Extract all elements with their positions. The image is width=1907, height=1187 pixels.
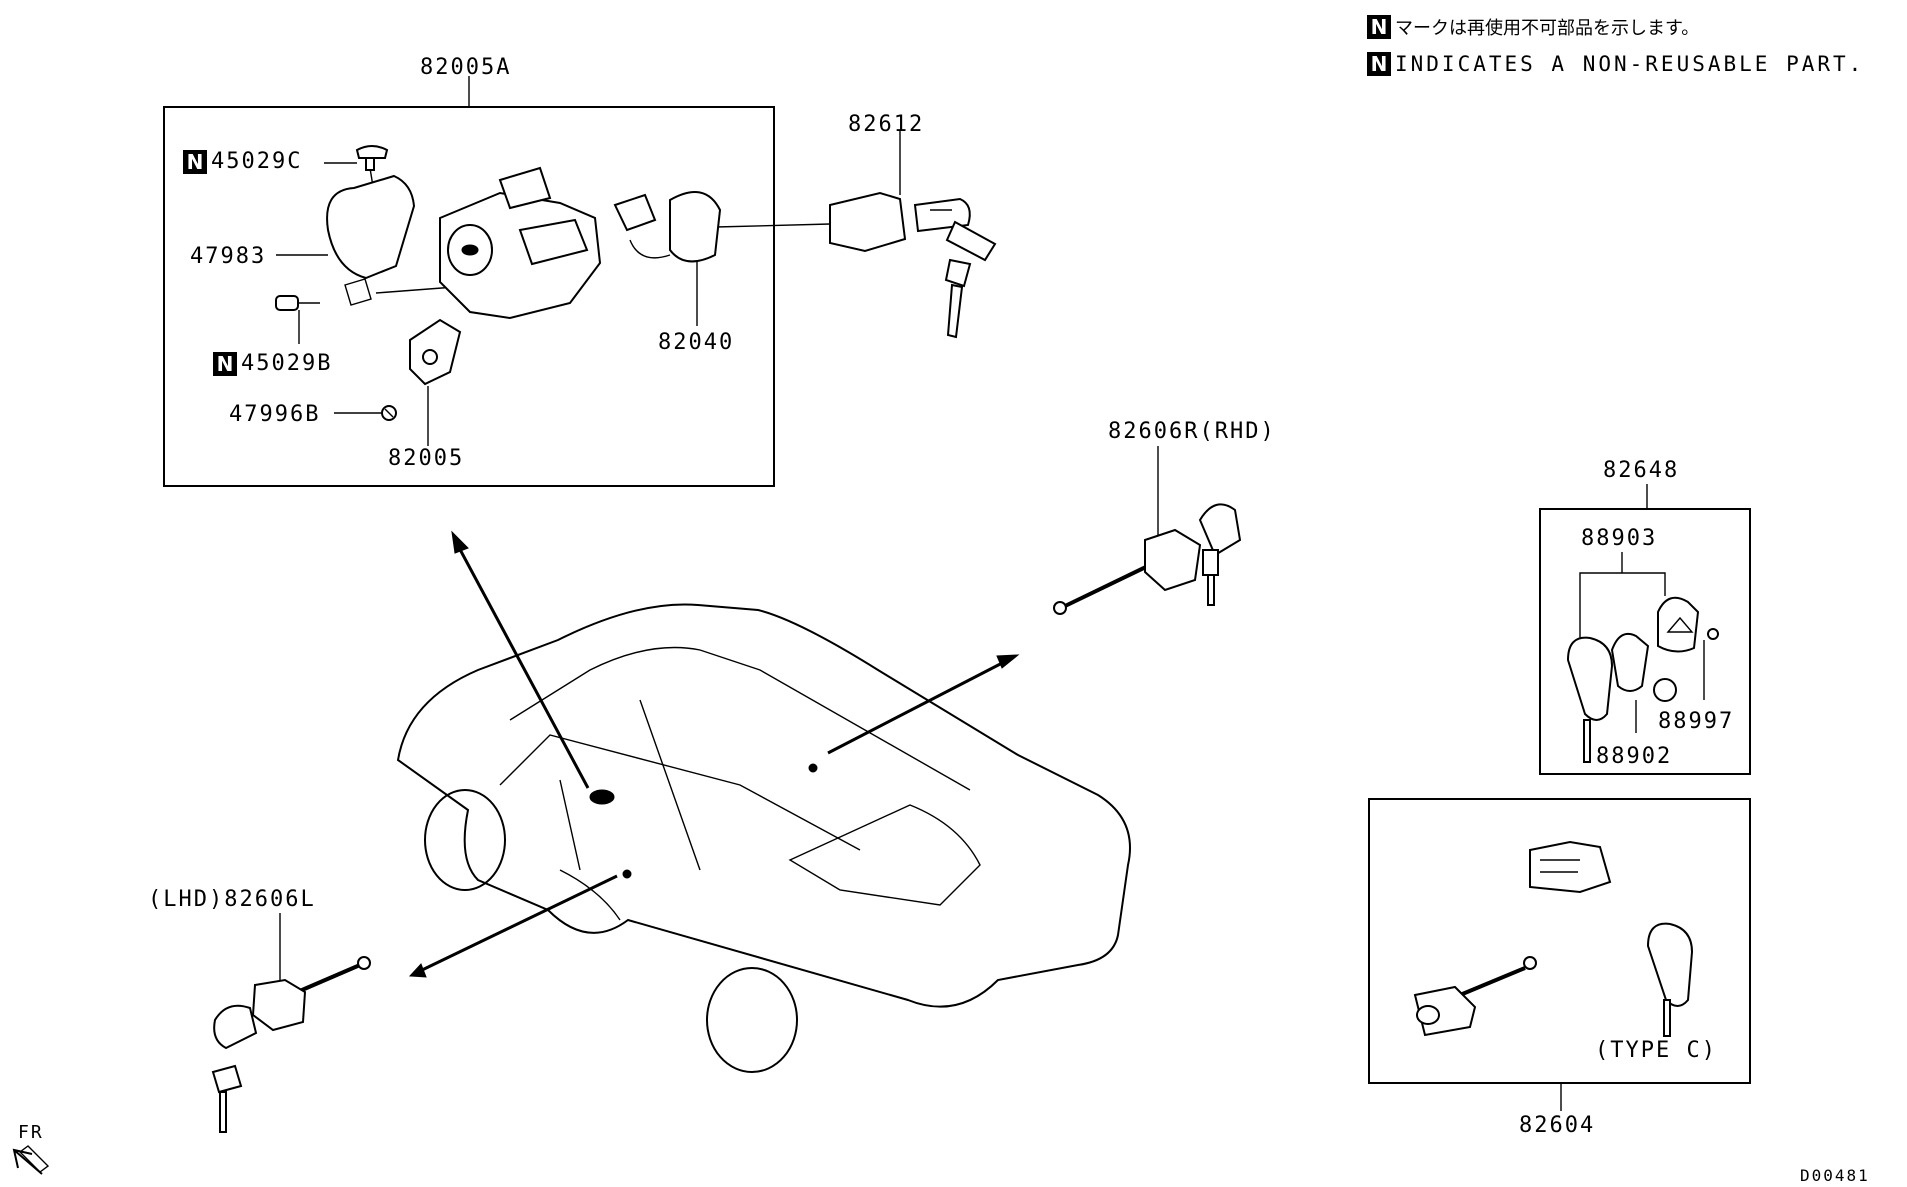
label-47983: 47983 <box>190 244 267 269</box>
label-47996B: 47996B <box>229 402 321 427</box>
label-82606R: 82606R(RHD) <box>1108 419 1276 444</box>
non-reusable-n-mark-icon: N <box>183 150 207 174</box>
label-45029C-text: 45029C <box>211 149 303 174</box>
label-type-c: (TYPE C) <box>1595 1038 1717 1063</box>
key-cylinder-82612-drawing <box>829 191 997 339</box>
label-82040: 82040 <box>658 330 735 355</box>
label-82005A: 82005A <box>420 55 512 80</box>
non-reusable-n-mark-icon: N <box>213 352 237 376</box>
non-reusable-n-mark-icon: N <box>1367 52 1391 76</box>
label-88997: 88997 <box>1658 709 1735 734</box>
front-direction-arrow-icon <box>12 1145 50 1175</box>
label-82648: 82648 <box>1603 458 1680 483</box>
non-reusable-n-mark-icon: N <box>1367 15 1391 39</box>
label-82005: 82005 <box>388 446 465 471</box>
ignition-switch-drawing <box>275 145 722 421</box>
label-82604: 82604 <box>1519 1113 1596 1138</box>
door-lock-rhd-drawing <box>1053 503 1242 615</box>
label-82612: 82612 <box>848 112 925 137</box>
front-direction-label: FR <box>18 1122 44 1143</box>
label-88903: 88903 <box>1581 526 1658 551</box>
callout-arrows <box>408 530 1020 978</box>
legend-japanese-text: マークは再使用不可部品を示します。 <box>1395 18 1700 39</box>
label-88902: 88902 <box>1596 744 1673 769</box>
type-c-set-drawing <box>1413 840 1694 1037</box>
label-82606L: (LHD)82606L <box>148 887 316 912</box>
vehicle-outline-drawing <box>396 603 1131 1073</box>
remote-key-drawing <box>1566 596 1719 763</box>
label-45029B-text: 45029B <box>241 351 333 376</box>
type-c-set-box <box>1368 798 1751 1084</box>
diagram-code: D00481 <box>1800 1166 1870 1185</box>
remote-key-box <box>1539 508 1751 775</box>
door-lock-lhd-drawing <box>211 956 371 1133</box>
legend-english-text: INDICATES A NON-REUSABLE PART. <box>1395 52 1865 76</box>
